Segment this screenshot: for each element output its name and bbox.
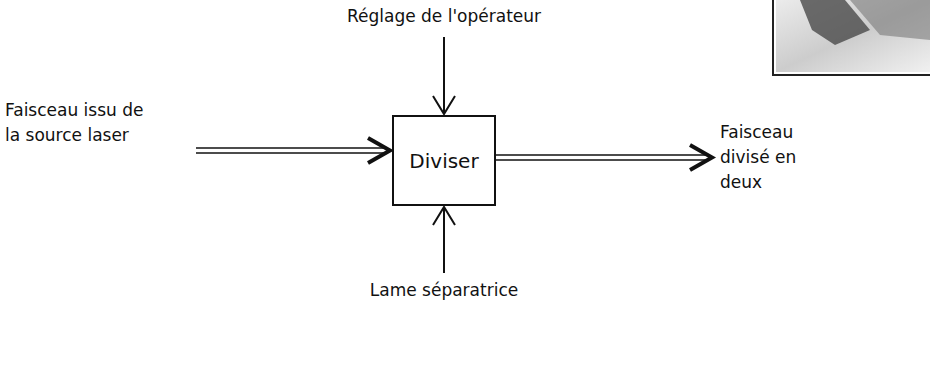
output-label: Faisceau divisé en deux (720, 120, 830, 195)
mechanism-label: Lame séparatrice (370, 278, 518, 303)
input-arrow (196, 138, 390, 163)
control-arrow (433, 37, 455, 114)
output-arrow (496, 145, 712, 170)
output-label-text: Faisceau divisé en deux (720, 122, 796, 192)
mechanism-label-text: Lame séparatrice (370, 280, 518, 300)
photo (773, 0, 930, 75)
input-label-text: Faisceau issu de la source laser (5, 100, 143, 145)
control-label-text: Réglage de l'opérateur (347, 6, 541, 26)
input-label: Faisceau issu de la source laser (5, 98, 145, 148)
function-box: Diviser (392, 115, 496, 206)
control-label: Réglage de l'opérateur (347, 4, 541, 29)
mechanism-arrow (433, 207, 455, 273)
function-name: Diviser (409, 149, 478, 173)
